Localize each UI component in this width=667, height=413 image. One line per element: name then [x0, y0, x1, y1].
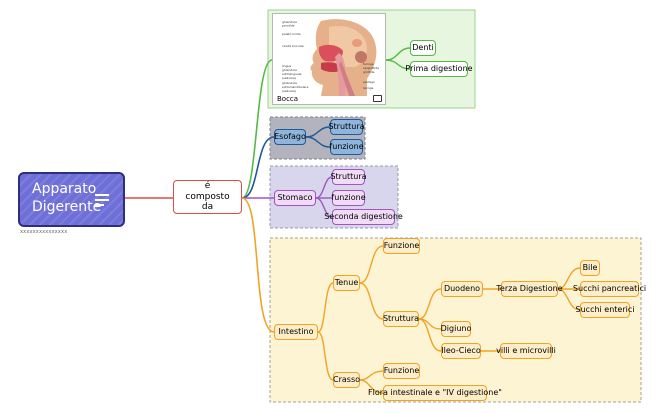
crasso-label: Crasso: [333, 375, 361, 385]
svg-text:ghiandola: ghiandola: [282, 20, 297, 24]
svg-text:epiglottide: epiglottide: [363, 66, 379, 70]
succhi-enterici-label: Succhi enterici: [575, 305, 635, 315]
succhi-bile[interactable]: Bile: [580, 260, 600, 276]
svg-text:parotide: parotide: [282, 24, 295, 28]
link-stomaco-seconda: [315, 197, 333, 218]
bocca-child-denti[interactable]: Denti: [410, 40, 436, 56]
terza-digestione-label: Terza Digestione: [496, 284, 563, 294]
svg-text:glottide: glottide: [363, 70, 375, 74]
svg-text:sottomandibolare: sottomandibolare: [282, 85, 309, 89]
stomaco-topic[interactable]: Stomaco: [274, 190, 316, 206]
esofago-child-struttura[interactable]: Struttura: [328, 119, 365, 135]
link-terza-enterici: [557, 288, 581, 311]
duodeno-topic[interactable]: Duodeno: [441, 281, 483, 297]
intestino-label: Intestino: [278, 327, 314, 337]
stomaco-label: Stomaco: [277, 193, 313, 203]
crasso-funzione[interactable]: Funzione: [383, 363, 420, 379]
svg-text:sottolinguale: sottolinguale: [282, 72, 302, 76]
root-topic[interactable]: Apparato Digerente: [18, 172, 125, 227]
flora-label: Flora intestinale e "IV digestione": [368, 388, 502, 398]
tenue-funzione-label: Funzione: [383, 241, 420, 251]
seconda-digestione-label: Seconda digestione: [324, 212, 403, 222]
bocca-label: Bocca: [277, 95, 299, 103]
anatomy-image: ghiandola parotide palato molle cavità b…: [281, 17, 379, 96]
link-to-bocca: [241, 59, 273, 199]
svg-text:lingua: lingua: [282, 64, 291, 68]
esofago-label: Esofago: [274, 132, 306, 142]
svg-text:cavità boccale: cavità boccale: [282, 44, 304, 48]
link-crasso-flora: [359, 379, 384, 394]
crasso-topic[interactable]: Crasso: [333, 372, 360, 388]
link-intestino-tenue: [317, 282, 334, 333]
ileo-cieco-topic[interactable]: Ileo-Cieco: [441, 343, 481, 359]
link-intestino-crasso: [317, 331, 334, 381]
root-subtitle: xxxxxxxxxxxxxxx: [20, 229, 68, 235]
prima-digestione-label: Prima digestione: [405, 64, 473, 74]
stomaco-child-struttura[interactable]: Struttura: [330, 169, 367, 185]
svg-text:esofago: esofago: [363, 80, 375, 84]
connector-label: é composto da: [185, 181, 230, 213]
svg-text:laringe: laringe: [363, 86, 374, 90]
svg-text:faringe: faringe: [363, 62, 374, 66]
succhi-pancreatici[interactable]: Succhi pancreatici: [573, 281, 646, 297]
comment-icon: [373, 95, 382, 102]
tenue-funzione[interactable]: Funzione: [383, 238, 420, 254]
tenue-struttura[interactable]: Struttura: [383, 311, 419, 327]
esofago-child-funzione[interactable]: funzione: [329, 139, 364, 155]
link-to-intestino: [241, 197, 275, 333]
notes-icon: [95, 194, 109, 209]
stomaco-child-funzione[interactable]: funzione: [331, 190, 366, 206]
duodeno-label: Duodeno: [443, 284, 481, 294]
villi-topic[interactable]: villi e microvilli: [496, 343, 556, 359]
tenue-label: Tenue: [334, 278, 359, 288]
esofago-topic[interactable]: Esofago: [274, 129, 306, 145]
root-title-line1: Apparato: [32, 181, 97, 197]
stomaco-funzione-label: funzione: [331, 193, 366, 203]
intestino-topic[interactable]: Intestino: [274, 324, 318, 340]
tenue-struttura-label: Struttura: [382, 314, 420, 324]
crasso-funzione-label: Funzione: [383, 366, 420, 376]
link-bocca-digestione: [385, 59, 411, 70]
link-to-esofago: [241, 136, 275, 199]
link-tenue-funzione: [359, 245, 384, 284]
bocca-topic[interactable]: ghiandola parotide palato molle cavità b…: [272, 13, 386, 105]
digiuno-label: Digiuno: [440, 324, 472, 334]
stomaco-struttura-label: Struttura: [330, 172, 367, 182]
stomaco-child-seconda-digestione[interactable]: Seconda digestione: [324, 209, 403, 225]
bocca-child-prima-digestione[interactable]: Prima digestione: [405, 61, 473, 77]
link-struttura-duodeno: [418, 288, 442, 320]
bile-label: Bile: [582, 263, 598, 273]
esofago-struttura-label: Struttura: [328, 122, 365, 132]
svg-text:(salivare): (salivare): [282, 89, 296, 93]
link-esofago-funzione: [305, 136, 331, 148]
svg-text:palato molle: palato molle: [282, 32, 301, 36]
villi-label: villi e microvilli: [496, 346, 556, 356]
crasso-flora[interactable]: Flora intestinale e "IV digestione": [368, 385, 502, 401]
root-title-line2: Digerente: [32, 199, 102, 216]
svg-text:(salivare): (salivare): [282, 76, 296, 80]
svg-text:ghiandola: ghiandola: [282, 68, 297, 72]
ileo-cieco-label: Ileo-Cieco: [441, 346, 481, 356]
connector-topic[interactable]: é composto da: [173, 180, 242, 214]
tenue-topic[interactable]: Tenue: [333, 275, 360, 291]
digiuno-topic[interactable]: Digiuno: [441, 321, 471, 337]
succhi-pancreatici-label: Succhi pancreatici: [572, 284, 647, 294]
svg-text:ghiandola: ghiandola: [282, 81, 297, 85]
esofago-funzione-label: funzione: [329, 142, 364, 152]
group-intestino-bg: [269, 237, 642, 403]
link-tenue-struttura: [359, 282, 384, 320]
succhi-enterici[interactable]: Succhi enterici: [576, 302, 634, 318]
link-struttura-ileo: [418, 318, 442, 352]
terza-digestione-topic[interactable]: Terza Digestione: [496, 281, 563, 297]
denti-label: Denti: [412, 43, 434, 53]
